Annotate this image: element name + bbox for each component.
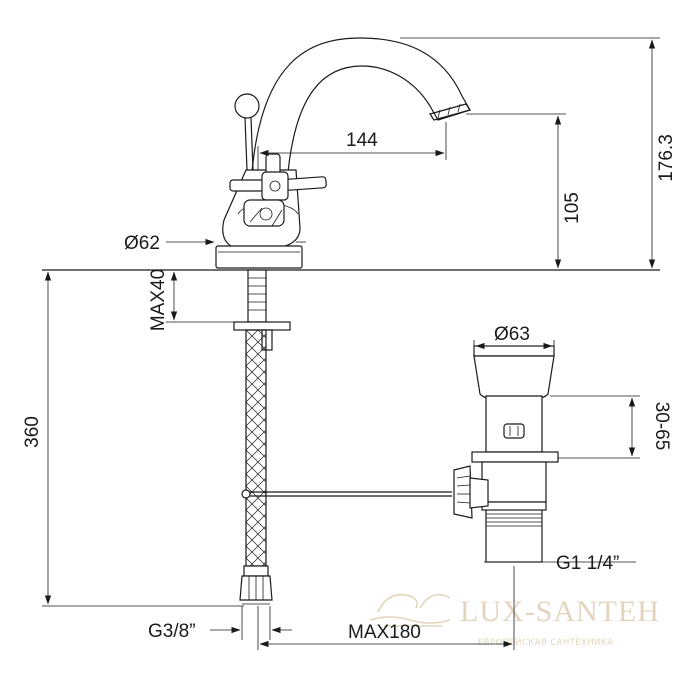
dim-waste-offset: MAX180 <box>348 622 421 643</box>
dim-overall-height: 176.3 <box>656 134 677 182</box>
waste-cap <box>473 345 555 357</box>
dimension-lines <box>42 37 660 650</box>
faucet <box>215 37 471 269</box>
faucet-base <box>215 245 303 269</box>
braided-hose <box>245 329 267 567</box>
dim-hose-connection: G3/8” <box>148 621 196 642</box>
spout <box>251 37 471 173</box>
dim-spout-reach: 144 <box>346 130 378 151</box>
waste-flange <box>471 451 559 463</box>
dim-waste-cap-diameter: Ø63 <box>494 324 530 345</box>
dim-max-deck: MAX40 <box>148 269 169 331</box>
pop-up-waste <box>453 345 559 563</box>
watermark-logo <box>369 593 451 627</box>
dimension-labels: 144 105 176.3 Ø62 MAX40 360 G3/8” MAX180… <box>22 130 677 643</box>
watermark: LUX-SANTEH ЕВРОПЕЙСКАЯ САНТЕХНИКА <box>369 593 660 648</box>
waste-pull-rod <box>241 489 452 499</box>
dim-hose-length: 360 <box>22 416 43 448</box>
mounting-assembly <box>233 269 291 351</box>
watermark-brand: LUX-SANTEH <box>460 595 660 628</box>
spout-aerator <box>429 103 471 121</box>
fixing-plate <box>233 321 291 331</box>
hose-connector <box>239 565 273 605</box>
dim-waste-adjust: 30-65 <box>651 402 672 451</box>
dim-spout-height: 105 <box>562 192 583 224</box>
cross-handle <box>229 153 327 227</box>
watermark-tagline: ЕВРОПЕЙСКАЯ САНТЕХНИКА <box>478 636 613 648</box>
dim-waste-thread: G1 1/4” <box>556 553 619 574</box>
lift-rod-knob <box>234 93 260 119</box>
dim-base-diameter: Ø62 <box>124 233 160 254</box>
